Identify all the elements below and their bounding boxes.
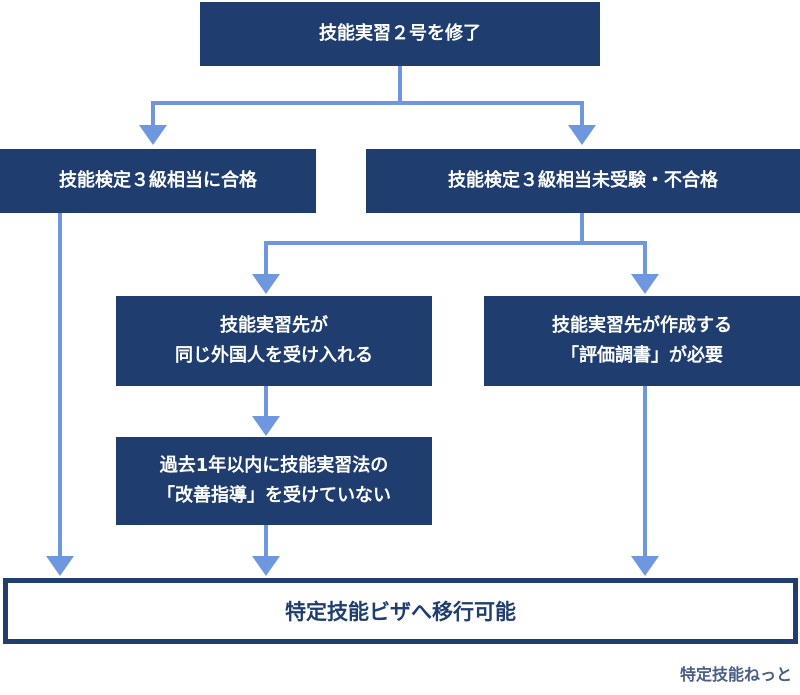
arrowhead-same-employer bbox=[252, 274, 280, 294]
node-right-branch-label: 技能検定３級相当未受験・不合格 bbox=[448, 170, 718, 191]
arrowhead-evaluation bbox=[631, 274, 659, 294]
node-right-branch: 技能検定３級相当未受験・不合格 bbox=[366, 149, 800, 213]
node-evaluation: 技能実習先が作成する 「評価調書」が必要 bbox=[484, 296, 800, 386]
node-no-guidance-line1: 過去1年以内に技能実習法の bbox=[159, 455, 389, 476]
arrowhead-left-result bbox=[46, 556, 74, 576]
node-left-branch: 技能検定３級相当に合格 bbox=[0, 149, 316, 213]
footer-credit: 特定技能ねっと bbox=[679, 665, 792, 684]
node-no-guidance-line2: 「改善指導」を受けていない bbox=[157, 485, 391, 506]
node-result: 特定技能ビザへ移行可能 bbox=[3, 578, 798, 644]
arrowhead-left-branch bbox=[139, 125, 167, 145]
arrowhead-right-branch bbox=[568, 125, 596, 145]
arrowhead-right-result bbox=[631, 556, 659, 576]
node-same-employer: 技能実習先が 同じ外国人を受け入れる bbox=[116, 296, 432, 386]
node-same-employer-line2: 同じ外国人を受け入れる bbox=[175, 345, 373, 366]
node-evaluation-line1: 技能実習先が作成する bbox=[552, 315, 732, 336]
node-evaluation-line2: 「評価調書」が必要 bbox=[561, 345, 723, 366]
arrowhead-guidance bbox=[252, 416, 280, 436]
node-top: 技能実習２号を修了 bbox=[200, 2, 600, 66]
node-top-label: 技能実習２号を修了 bbox=[319, 23, 481, 44]
node-no-guidance: 過去1年以内に技能実習法の 「改善指導」を受けていない bbox=[116, 437, 432, 525]
node-left-branch-label: 技能検定３級相当に合格 bbox=[59, 170, 257, 191]
arrowhead-middle-result bbox=[252, 556, 280, 576]
node-same-employer-line1: 技能実習先が bbox=[220, 315, 328, 336]
node-result-label: 特定技能ビザへ移行可能 bbox=[285, 600, 516, 624]
